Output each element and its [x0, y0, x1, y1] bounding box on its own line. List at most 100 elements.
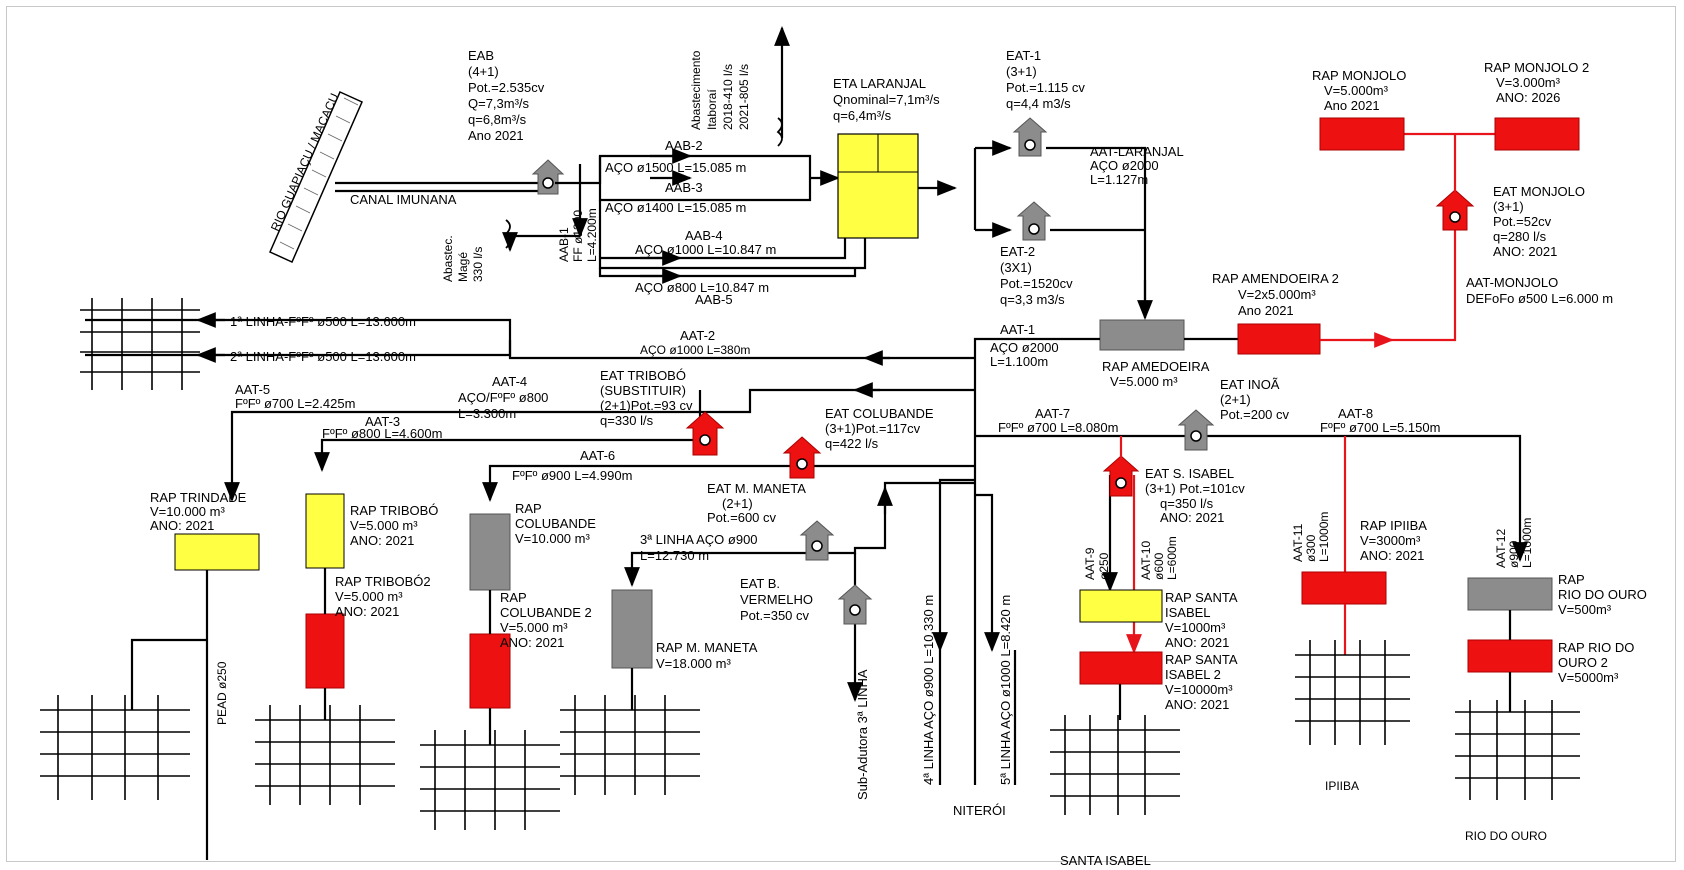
aab5-spec: AÇO ø800 L=10.847 m [635, 280, 769, 295]
rap-ipiiba-box [1301, 571, 1387, 605]
canal-line [335, 181, 545, 193]
aat3-name: AAT-3 [365, 414, 400, 429]
maneta-network-grid [560, 695, 700, 795]
rap-riodoouro2-box [1467, 639, 1553, 673]
aat3-line [314, 390, 702, 472]
santa-isabel-label: SANTA ISABEL [1060, 853, 1151, 868]
eab-pump-station-icon [531, 159, 565, 195]
aat11-label: AAT-11ø300L=1000m [1291, 512, 1331, 562]
linha4-label: 4ª LINHA AÇO ø900 L=10.330 m [921, 595, 936, 785]
linha1-line [85, 318, 512, 335]
rap-colubande2-box [469, 633, 511, 709]
niteroi-label: NITERÓI [953, 803, 1006, 818]
ipiiba-label: IPIIBA [1325, 779, 1359, 793]
eat-tribobo-pump-station-icon [685, 411, 725, 456]
ipiiba-network-grid [1295, 640, 1410, 745]
aat2-name: AAT-2 [680, 328, 715, 343]
aat3-spec: FºFº ø800 L=4.600m [322, 426, 442, 441]
pead-label: PEAD ø250 [215, 661, 229, 725]
eat-sisabel-pump-station-icon [1102, 455, 1140, 497]
niteroi-lines [938, 650, 1017, 785]
linha2-line [85, 340, 512, 357]
aat-laranjal-line [1046, 146, 1147, 310]
eat-inoa-label: EAT INOÃ(2+1)Pot.=200 cv [1220, 377, 1290, 422]
aab5-name: AAB-5 [695, 292, 733, 307]
eat1-pump-station-icon [1012, 117, 1048, 157]
eat-maneta-pump-station-icon [799, 520, 835, 561]
itaborai-brace [776, 117, 783, 147]
aat2-spec: AÇO ø1000 L=380m [640, 343, 750, 357]
aab3-spec: AÇO ø1400 L=15.085 m [605, 200, 746, 215]
aat4-line [224, 388, 975, 502]
aat5-spec: FºFº ø700 L=2.425m [235, 396, 355, 411]
rap-riodoouro-box [1467, 577, 1553, 611]
niteroi-network-grid-left [80, 298, 200, 390]
aat1-line [973, 337, 1100, 480]
rap-trindade-box [174, 533, 260, 571]
rap-sisabel-box [1079, 589, 1163, 623]
rio-do-ouro-label: RIO DO OURO [1465, 829, 1547, 843]
aat6-spec: FºFº ø900 L=4.990m [512, 468, 632, 483]
rap-maneta-box [611, 589, 653, 669]
aat12-label: AAT-12ø900L=1000m [1494, 518, 1534, 568]
aat7-name: AAT-7 [1035, 406, 1070, 421]
mage-line [502, 232, 580, 252]
linha5-line [975, 480, 992, 785]
santa-isabel-network-grid [1050, 715, 1180, 815]
aab2-name: AAB-2 [665, 138, 703, 153]
eat-vermelho-pump-station-icon [837, 584, 873, 625]
rap-colubande-box [469, 513, 511, 591]
eat-maneta-label: EAT M. MANETA(2+1)Pot.=600 cv [707, 481, 806, 525]
aat8-spec: FºFº ø700 L=5.150m [1320, 420, 1440, 435]
rap-monjolo2-box [1494, 117, 1580, 151]
trindade-down [130, 570, 209, 860]
eat2-pump-station-icon [1016, 201, 1052, 241]
aat7-spec: FºFº ø700 L=8.080m [998, 420, 1118, 435]
colubande-network-grid [420, 730, 560, 830]
aab2-spec: AÇO ø1500 L=15.085 m [605, 160, 746, 175]
linha5-label: 5ª LINHA AÇO ø1000 L=8.420 m [998, 595, 1013, 785]
diagram-frame [6, 6, 1676, 862]
aat7-line [975, 434, 1528, 562]
rap-tribobo2-box [305, 613, 345, 689]
eat-inoa-pump-station-icon [1177, 409, 1215, 451]
canal-label: CANAL IMUNANA [350, 192, 457, 207]
linha1-label: 1ª LINHA-FºFº ø500 L=13.600m [230, 314, 416, 329]
aat8-name: AAT-8 [1338, 406, 1373, 421]
rap-amedoeira-box [1099, 319, 1185, 351]
mage-label: Abastec.Magé330 l/s [441, 235, 485, 282]
aab3-name: AAB-3 [665, 180, 703, 195]
aab4-name: AAB-4 [685, 228, 723, 243]
eat-colubande-pump-station-icon [782, 436, 822, 479]
linha2-label: 2ª LINHA-FºFº ø500 L=13.600m [230, 349, 416, 364]
tribobo-network-grid [255, 705, 395, 805]
river [269, 91, 363, 263]
maneta-branch [624, 481, 975, 587]
rap-amendoeira2-box [1237, 323, 1321, 355]
aat5-name: AAT-5 [235, 382, 270, 397]
riodoouro-network-grid [1455, 700, 1580, 800]
rap-monjolo-box [1319, 117, 1405, 151]
aat9-label: AAT-9ø250 [1083, 547, 1111, 580]
